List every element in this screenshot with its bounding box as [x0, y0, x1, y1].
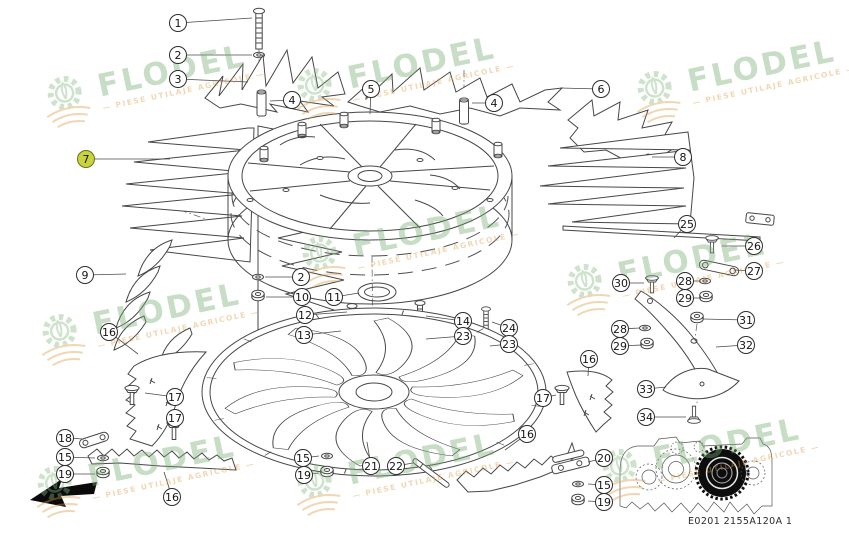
callout-24[interactable]: 24	[500, 319, 518, 337]
callout-26[interactable]: 26	[745, 237, 763, 255]
callout-28[interactable]: 28	[611, 320, 629, 338]
callout-15[interactable]: 15	[595, 476, 613, 494]
callout-6[interactable]: 6	[592, 80, 610, 98]
part-ring-11	[357, 282, 397, 302]
part-plate-33	[662, 367, 740, 400]
callout-5[interactable]: 5	[362, 80, 380, 98]
callout-17[interactable]: 17	[166, 409, 184, 427]
leader-line	[177, 78, 249, 83]
callout-19[interactable]: 19	[595, 493, 613, 511]
callout-29[interactable]: 29	[676, 289, 694, 307]
leader-line	[177, 17, 253, 24]
callout-33[interactable]: 33	[637, 380, 655, 398]
callout-23[interactable]: 23	[454, 327, 472, 345]
part-pin-4-right	[459, 97, 469, 125]
highlighted-disc	[694, 445, 750, 501]
part-link-27	[698, 259, 740, 277]
part-knife-3	[204, 48, 346, 113]
callout-25[interactable]: 25	[678, 215, 696, 233]
callout-7[interactable]: 7	[77, 150, 95, 168]
callout-31[interactable]: 31	[737, 311, 755, 329]
part-knife-7a	[121, 127, 255, 263]
callout-18[interactable]: 18	[56, 429, 74, 447]
callout-15[interactable]: 15	[294, 449, 312, 467]
callout-16[interactable]: 16	[518, 425, 536, 443]
part-rod-22	[412, 458, 450, 488]
callout-4[interactable]: 4	[283, 91, 301, 109]
callout-16[interactable]: 16	[580, 350, 598, 368]
part-band-16-left	[87, 448, 237, 471]
part-plate-16-right	[566, 370, 614, 433]
callout-30[interactable]: 30	[612, 274, 630, 292]
callout-19[interactable]: 19	[295, 466, 313, 484]
machine-location-thumbnail	[619, 436, 773, 515]
callout-32[interactable]: 32	[737, 336, 755, 354]
callout-10[interactable]: 10	[293, 288, 311, 306]
callout-28[interactable]: 28	[676, 272, 694, 290]
callout-12[interactable]: 12	[296, 306, 314, 324]
callout-27[interactable]: 27	[745, 262, 763, 280]
callout-23[interactable]: 23	[500, 335, 518, 353]
callout-4[interactable]: 4	[485, 94, 503, 112]
callout-34[interactable]: 34	[637, 408, 655, 426]
callout-13[interactable]: 13	[295, 326, 313, 344]
part-link-18	[79, 431, 109, 449]
callout-29[interactable]: 29	[611, 337, 629, 355]
part-pin-4-left	[256, 89, 267, 117]
callout-15[interactable]: 15	[56, 448, 74, 466]
callout-2[interactable]: 2	[292, 268, 310, 286]
part-disc-21	[201, 307, 547, 477]
callout-9[interactable]: 9	[76, 266, 94, 284]
drawing-code: E0201 2155A120A 1	[688, 516, 793, 527]
callout-19[interactable]: 19	[56, 465, 74, 483]
callout-20[interactable]: 20	[595, 449, 613, 467]
callout-21[interactable]: 21	[362, 457, 380, 475]
callout-11[interactable]: 11	[325, 288, 343, 306]
callout-17[interactable]: 17	[166, 388, 184, 406]
callout-14[interactable]: 14	[454, 312, 472, 330]
part-clamp-20	[551, 449, 590, 475]
callout-16[interactable]: 16	[163, 488, 181, 506]
part-band-16-right	[456, 441, 577, 493]
callout-8[interactable]: 8	[674, 148, 692, 166]
callout-1[interactable]: 1	[169, 14, 187, 32]
part-bolt-1	[253, 7, 265, 50]
callout-22[interactable]: 22	[387, 457, 405, 475]
callout-2[interactable]: 2	[169, 46, 187, 64]
callout-16[interactable]: 16	[100, 323, 118, 341]
travel-direction-arrow-icon	[30, 479, 97, 507]
part-drum-5	[227, 111, 513, 305]
callout-17[interactable]: 17	[534, 389, 552, 407]
callout-3[interactable]: 3	[169, 70, 187, 88]
part-knife-6	[347, 67, 564, 117]
